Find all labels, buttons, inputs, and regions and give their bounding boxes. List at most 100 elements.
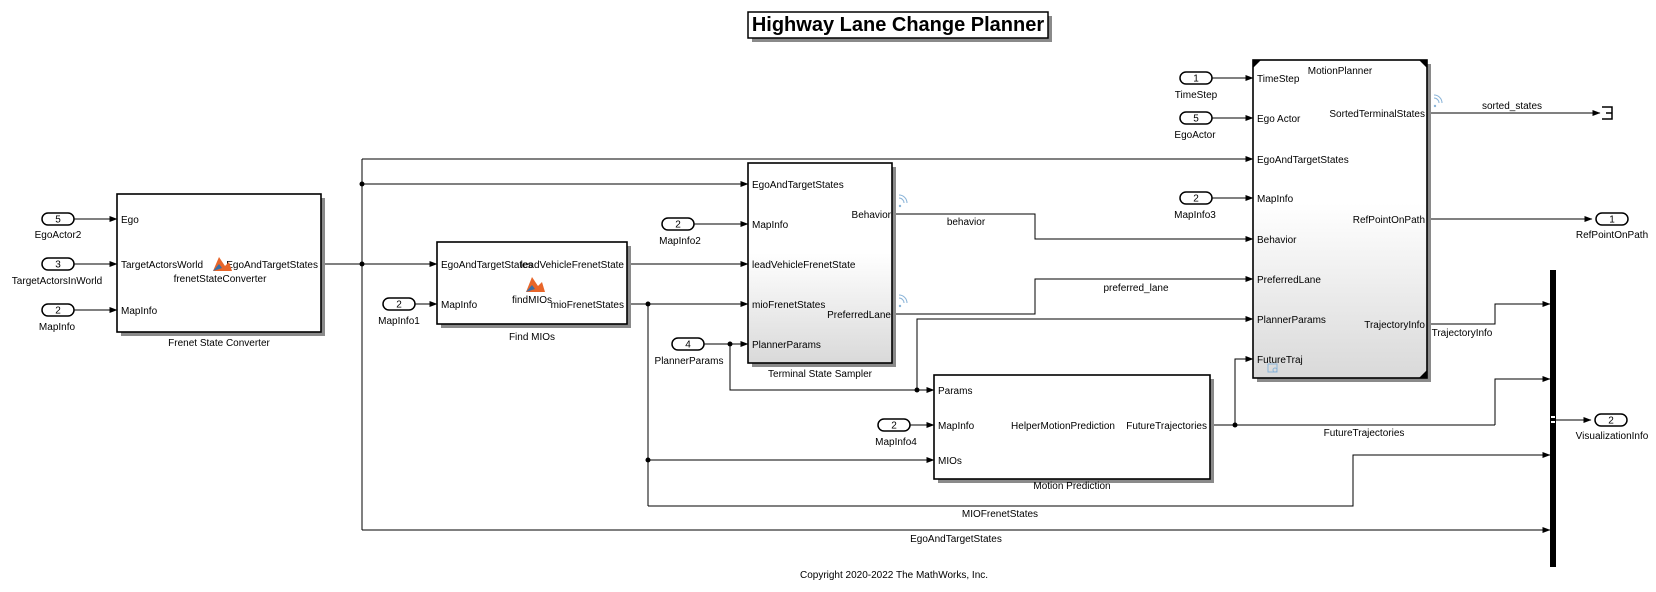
port-label: mioFrenetStates <box>752 300 825 311</box>
signal-lines <box>74 75 1601 533</box>
inport-timestep[interactable]: 1 TimeStep <box>1175 71 1218 101</box>
block-title: MotionPlanner <box>1308 66 1373 77</box>
signal-label-preferred-lane: preferred_lane <box>1103 283 1168 294</box>
inport-label: TimeStep <box>1175 90 1218 101</box>
terminator-icon <box>1602 106 1613 120</box>
signal-labels: sorted_states behavior preferred_lane Tr… <box>910 101 1542 545</box>
block-find-mios[interactable]: EgoAndTargetStates MapInfo leadVehicleFr… <box>436 241 631 343</box>
port-label: mioFrenetStates <box>551 300 624 311</box>
block-name: Frenet State Converter <box>168 338 270 349</box>
svg-text:1: 1 <box>1193 74 1199 85</box>
block-frenet-state-converter[interactable]: Ego TargetActorsWorld MapInfo EgoAndTarg… <box>116 193 325 349</box>
port-label: MapInfo <box>938 421 975 432</box>
svg-text:2: 2 <box>55 306 61 317</box>
port-label: PlannerParams <box>1257 315 1326 326</box>
port-label: Params <box>938 386 972 397</box>
port-label: Ego Actor <box>1257 114 1301 125</box>
port-label: MapInfo <box>752 220 789 231</box>
port-label: MapInfo <box>1257 194 1294 205</box>
inport-mapinfo4[interactable]: 2 MapInfo4 <box>875 418 917 448</box>
port-label: EgoAndTargetStates <box>441 260 533 271</box>
function-name: frenetStateConverter <box>174 274 267 285</box>
block-motion-prediction[interactable]: Params MapInfo MIOs HelperMotionPredicti… <box>933 374 1214 492</box>
svg-text:2: 2 <box>1608 416 1614 427</box>
inport-label: PlannerParams <box>655 356 724 367</box>
port-label: SortedTerminalStates <box>1329 109 1425 120</box>
bus-creator[interactable] <box>1550 270 1556 567</box>
block-motionplanner[interactable]: MotionPlanner TimeStep Ego Actor EgoAndT… <box>1252 59 1431 382</box>
port-label: leadVehicleFrenetState <box>752 260 856 271</box>
port-label: PlannerParams <box>752 340 821 351</box>
inport-plannerparams[interactable]: 4 PlannerParams <box>655 337 724 367</box>
inport-mapinfo2[interactable]: 2 MapInfo2 <box>659 217 701 247</box>
outport-visualizationinfo[interactable]: 2 VisualizationInfo <box>1576 413 1649 442</box>
port-label: Ego <box>121 215 139 226</box>
signal-label-behavior: behavior <box>947 217 986 228</box>
block-name: Find MIOs <box>509 332 555 343</box>
inport-label: MapInfo4 <box>875 437 917 448</box>
svg-text:2: 2 <box>675 220 681 231</box>
block-terminal-state-sampler[interactable]: EgoAndTargetStates MapInfo leadVehicleFr… <box>747 162 896 380</box>
signal-label-miofrenetstates: MIOFrenetStates <box>962 509 1038 520</box>
port-label: PreferredLane <box>1257 275 1321 286</box>
port-label: MapInfo <box>121 306 158 317</box>
function-name: HelperMotionPrediction <box>1011 421 1115 432</box>
port-label: EgoAndTargetStates <box>1257 155 1349 166</box>
inport-label: EgoActor <box>1174 130 1216 141</box>
svg-text:5: 5 <box>55 215 61 226</box>
outport-refpointonpath[interactable]: 1 RefPointOnPath <box>1576 212 1648 241</box>
signal-label-trajectoryinfo: TrajectoryInfo <box>1432 328 1493 339</box>
inport-label: MapInfo2 <box>659 236 701 247</box>
matlab-function-icon <box>526 277 545 292</box>
port-label: TrajectoryInfo <box>1364 320 1425 331</box>
signal-label-egoandtargetstates: EgoAndTargetStates <box>910 534 1002 545</box>
signal-logging-icon <box>898 194 908 208</box>
port-label: PreferredLane <box>827 310 891 321</box>
port-label: FutureTraj <box>1257 355 1303 366</box>
svg-text:1: 1 <box>1609 215 1615 226</box>
inport-mapinfo3[interactable]: 2 MapInfo3 <box>1174 191 1216 221</box>
port-label: TargetActorsWorld <box>121 260 203 271</box>
port-label: RefPointOnPath <box>1353 215 1425 226</box>
function-name: findMIOs <box>512 295 552 306</box>
block-name: Terminal State Sampler <box>768 369 873 380</box>
svg-text:5: 5 <box>1193 114 1199 125</box>
port-label: TimeStep <box>1257 74 1300 85</box>
port-label: MIOs <box>938 456 962 467</box>
inport-mapinfo[interactable]: 2 MapInfo <box>39 303 76 333</box>
inport-mapinfo1[interactable]: 2 MapInfo1 <box>378 297 420 327</box>
outport-label: RefPointOnPath <box>1576 230 1648 241</box>
svg-text:4: 4 <box>685 340 691 351</box>
port-label: MapInfo <box>441 300 478 311</box>
inport-targetactorsinworld[interactable]: 3 TargetActorsInWorld <box>12 257 102 287</box>
copyright-text: Copyright 2020-2022 The MathWorks, Inc. <box>800 570 988 581</box>
svg-text:2: 2 <box>891 421 897 432</box>
port-label: FutureTrajectories <box>1126 421 1207 432</box>
matlab-function-icon <box>213 257 232 271</box>
inport-label: TargetActorsInWorld <box>12 276 102 287</box>
port-label: Behavior <box>1257 235 1297 246</box>
inport-label: MapInfo <box>39 322 76 333</box>
svg-text:2: 2 <box>1193 194 1199 205</box>
signal-label-sorted-states: sorted_states <box>1482 101 1542 112</box>
port-label: leadVehicleFrenetState <box>521 260 625 271</box>
inport-label: MapInfo1 <box>378 316 420 327</box>
signal-logging-icon <box>1433 94 1443 108</box>
outport-label: VisualizationInfo <box>1576 431 1649 442</box>
diagram-title: Highway Lane Change Planner <box>747 11 1052 42</box>
block-name: Motion Prediction <box>1033 481 1110 492</box>
title-text: Highway Lane Change Planner <box>752 14 1045 36</box>
svg-text:3: 3 <box>55 260 61 271</box>
svg-text:2: 2 <box>396 300 402 311</box>
inport-egoactor[interactable]: 5 EgoActor <box>1174 111 1216 141</box>
port-label: EgoAndTargetStates <box>752 180 844 191</box>
inport-egoactor2[interactable]: 5 EgoActor2 <box>35 212 82 241</box>
signal-label-futuretrajectories: FutureTrajectories <box>1324 428 1405 439</box>
inport-label: MapInfo3 <box>1174 210 1216 221</box>
model-reference-icon <box>1267 363 1278 373</box>
port-label: Behavior <box>852 210 892 221</box>
inport-label: EgoActor2 <box>35 230 82 241</box>
port-label: EgoAndTargetStates <box>226 260 318 271</box>
signal-logging-icon <box>898 294 908 308</box>
